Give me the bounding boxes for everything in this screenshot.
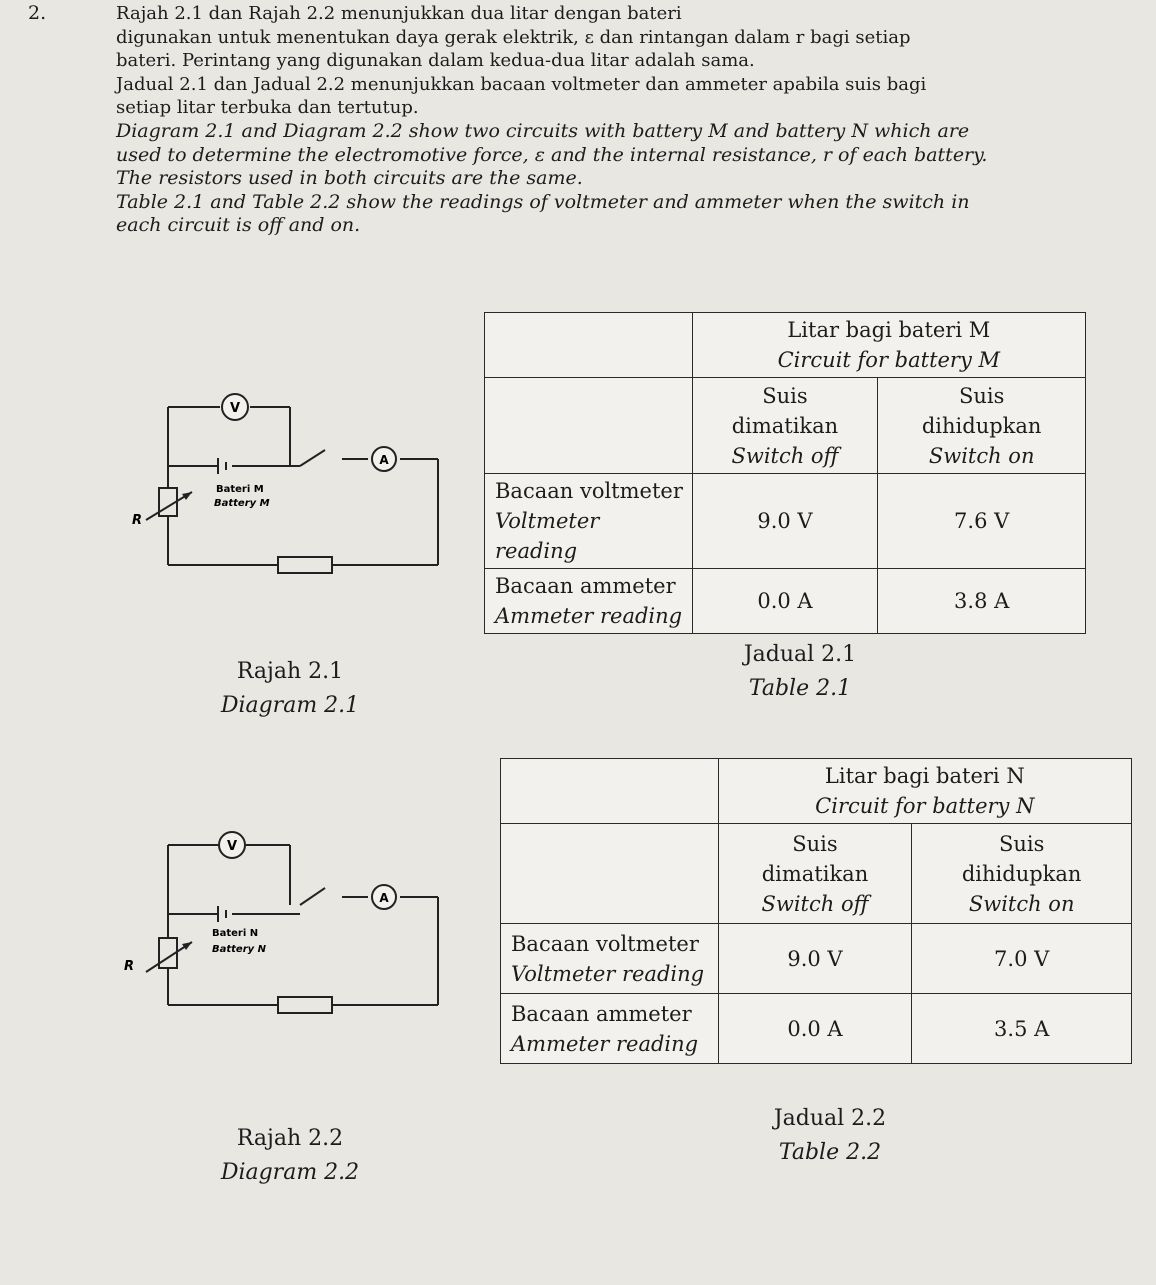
ammeter-icon — [371, 884, 397, 910]
battery-label-malay: Bateri M — [216, 484, 264, 495]
col-label: Suis — [998, 831, 1045, 856]
battery-label-english: Battery N — [212, 944, 267, 955]
col-label-english: Switch off — [761, 891, 869, 916]
rheostat-body — [158, 937, 178, 969]
battery-label-english: Battery M — [214, 498, 270, 509]
col-switch-off: Suis dimatikan Switch off — [691, 377, 879, 474]
value-cell: 7.0 V — [911, 923, 1132, 994]
header-english: Circuit for battery N — [815, 794, 1035, 818]
circuit-diagram-battery-m: V A R Bateri M Battery M — [132, 393, 439, 574]
resistor-body — [277, 996, 333, 1014]
malay-line: Rajah 2.1 dan Rajah 2.2 menunjukkan dua … — [116, 3, 682, 24]
english-line: Diagram 2.1 and Diagram 2.2 show two cir… — [116, 119, 970, 142]
table-battery-m: Litar bagi bateri M Circuit for battery … — [484, 312, 1087, 634]
voltmeter-symbol: V — [227, 839, 237, 854]
english-line: used to determine the electromotive forc… — [116, 143, 988, 166]
caption-english: Diagram 2.2 — [220, 1160, 360, 1185]
empty-cell — [500, 758, 719, 824]
value-cell: 3.5 A — [911, 993, 1132, 1064]
header-malay: Litar bagi bateri M — [787, 318, 991, 342]
question-text: Rajah 2.1 dan Rajah 2.2 menunjukkan dua … — [116, 2, 1116, 238]
col-switch-on: Suis dihidupkan Switch on — [911, 823, 1132, 924]
ammeter-symbol: A — [379, 453, 389, 467]
col-label-english: Switch on — [968, 891, 1075, 916]
row-label: Bacaan ammeter Ammeter reading — [484, 568, 693, 634]
caption-malay: Rajah 2.1 — [236, 659, 344, 684]
table-2-caption: Jadual 2.2 Table 2.2 — [730, 1102, 930, 1170]
row-label: Bacaan voltmeter Voltmeter reading — [484, 473, 693, 569]
table-header: Litar bagi bateri N Circuit for battery … — [717, 758, 1133, 824]
col-label: dihidupkan — [961, 861, 1082, 886]
empty-cell — [484, 312, 693, 378]
col-label: dihidupkan — [921, 413, 1042, 438]
col-label: dimatikan — [731, 413, 839, 438]
value-cell: 0.0 A — [717, 993, 913, 1064]
header-english: Circuit for battery M — [777, 348, 1001, 372]
row-label-malay: Bacaan ammeter — [495, 574, 676, 598]
rheostat-arrow-head — [182, 942, 192, 950]
resistor-label: R — [132, 513, 142, 528]
question-number: 2. — [28, 2, 47, 24]
english-line: Table 2.1 and Table 2.2 show the reading… — [116, 190, 970, 213]
empty-cell — [500, 823, 719, 924]
value-cell: 3.8 A — [877, 568, 1086, 634]
col-label: Suis — [958, 383, 1005, 408]
table-battery-n: Litar bagi bateri N Circuit for battery … — [500, 758, 1133, 1064]
col-label: dimatikan — [761, 861, 869, 886]
caption-malay: Jadual 2.2 — [773, 1106, 887, 1131]
col-label: Suis — [762, 383, 808, 408]
value-cell: 0.0 A — [691, 568, 879, 634]
english-line: The resistors used in both circuits are … — [116, 167, 583, 190]
ammeter-icon — [371, 446, 397, 472]
diagram-1-caption: Rajah 2.1 Diagram 2.1 — [200, 655, 380, 723]
col-label-english: Switch off — [731, 443, 839, 468]
switch-blade — [299, 449, 326, 467]
value-cell: 7.6 V — [877, 473, 1086, 569]
row-label-malay: Bacaan voltmeter — [495, 479, 683, 503]
switch-blade — [299, 887, 326, 906]
row-label-english: Voltmeter reading — [495, 509, 600, 563]
battery-label-malay: Bateri N — [212, 928, 258, 939]
value-cell: 9.0 V — [691, 473, 879, 569]
value-cell: 9.0 V — [717, 923, 913, 994]
circuit-diagram-battery-n: V A R Bateri N Battery N — [124, 831, 439, 1014]
col-switch-on: Suis dihidupkan Switch on — [877, 377, 1086, 474]
row-label-english: Ammeter reading — [495, 604, 683, 628]
table-row: Bacaan ammeter Ammeter reading 0.0 A 3.8… — [484, 568, 1086, 634]
header-malay: Litar bagi bateri N — [824, 764, 1025, 788]
caption-english: Table 2.1 — [748, 676, 852, 701]
empty-cell — [484, 377, 693, 474]
malay-line: digunakan untuk menentukan daya gerak el… — [116, 26, 911, 48]
caption-english: Diagram 2.1 — [220, 693, 360, 718]
caption-malay: Rajah 2.2 — [236, 1126, 344, 1151]
resistor-label: R — [124, 959, 134, 974]
col-label: Suis — [792, 831, 838, 856]
row-label-english: Ammeter reading — [511, 1031, 699, 1056]
table-row: Bacaan voltmeter Voltmeter reading 9.0 V… — [500, 923, 1132, 994]
rheostat-arrow-head — [182, 492, 192, 500]
table-header: Litar bagi bateri M Circuit for battery … — [691, 312, 1087, 378]
voltmeter-icon — [218, 831, 246, 859]
malay-line: bateri. Perintang yang digunakan dalam k… — [116, 50, 755, 72]
col-label-english: Switch on — [928, 443, 1035, 468]
voltmeter-icon — [221, 393, 249, 421]
resistor-body — [277, 556, 333, 574]
ammeter-symbol: A — [379, 891, 389, 905]
row-label-malay: Bacaan voltmeter — [511, 931, 699, 956]
col-switch-off: Suis dimatikan Switch off — [717, 823, 913, 924]
diagram-2-caption: Rajah 2.2 Diagram 2.2 — [200, 1122, 380, 1190]
row-label: Bacaan voltmeter Voltmeter reading — [500, 923, 719, 994]
table-row: Bacaan voltmeter Voltmeter reading 9.0 V… — [484, 473, 1086, 569]
row-label-english: Voltmeter reading — [511, 961, 705, 986]
english-line: each circuit is off and on. — [116, 214, 361, 237]
row-label-malay: Bacaan ammeter — [511, 1001, 692, 1026]
voltmeter-symbol: V — [230, 401, 240, 416]
row-label: Bacaan ammeter Ammeter reading — [500, 993, 719, 1064]
table-row: Bacaan ammeter Ammeter reading 0.0 A 3.5… — [500, 993, 1132, 1064]
caption-english: Table 2.2 — [778, 1140, 882, 1165]
caption-malay: Jadual 2.1 — [743, 642, 857, 667]
malay-line: Jadual 2.1 dan Jadual 2.2 menunjukkan ba… — [116, 73, 927, 95]
malay-line: setiap litar terbuka dan tertutup. — [116, 97, 419, 119]
table-1-caption: Jadual 2.1 Table 2.1 — [700, 638, 900, 706]
